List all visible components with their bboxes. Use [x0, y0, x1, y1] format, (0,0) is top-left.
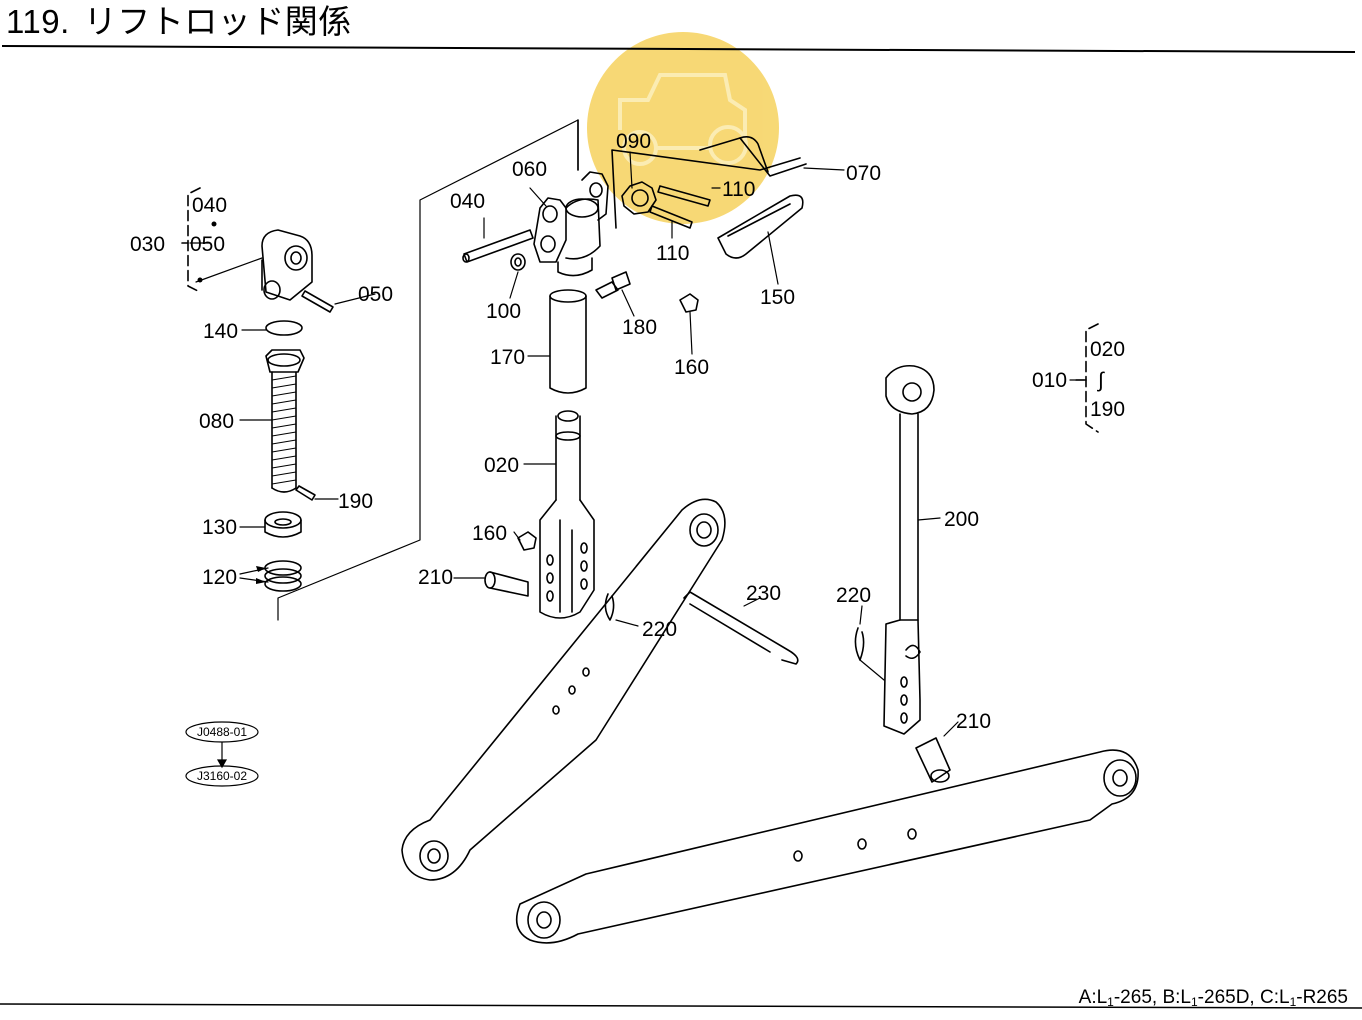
callout-210-right: 210	[956, 710, 991, 733]
callout-020: 020	[484, 454, 519, 477]
callout-130: 130	[202, 516, 237, 539]
callout-070: 070	[846, 162, 881, 185]
callout-190-bracket: 190	[1090, 398, 1125, 421]
callout-180: 180	[622, 316, 657, 339]
callout-190: 190	[338, 490, 373, 513]
reference-arrow	[216, 742, 228, 769]
callout-230: 230	[746, 582, 781, 605]
page-title: 119. リフトロッド関係	[6, 2, 352, 42]
callout-140: 140	[203, 320, 238, 343]
reference-link-to[interactable]: J3160-02	[185, 765, 259, 787]
callout-160-upper: 160	[674, 356, 709, 379]
model-b-name: -265D,	[1197, 987, 1255, 1008]
callout-150: 150	[760, 286, 795, 309]
reference-link-from[interactable]: J0488-01	[185, 721, 259, 743]
reference-from-label: J0488-01	[197, 725, 247, 739]
callout-range-tilde: ∫	[1097, 369, 1105, 392]
callout-170: 170	[490, 346, 525, 369]
model-c-prefix: C:L	[1259, 987, 1290, 1008]
callout-210-left: 210	[418, 566, 453, 589]
model-a-prefix: A:L	[1078, 987, 1108, 1008]
section-title: リフトロッド関係	[83, 3, 352, 40]
callout-220-left: 220	[642, 618, 677, 641]
model-c-name: -R265	[1296, 987, 1348, 1008]
callout-040-bracket: 040	[192, 194, 227, 217]
callout-100: 100	[486, 300, 521, 323]
reference-to-label: J3160-02	[197, 769, 247, 783]
model-b-prefix: B:L	[1162, 987, 1191, 1008]
callout-050-bracket: 050	[190, 233, 225, 256]
callout-040: 040	[450, 190, 485, 213]
callout-020-bracket: 020	[1090, 338, 1125, 361]
model-applicability-note: A:L1-265, B:L1-265D, C:L1-R265	[1079, 986, 1348, 1014]
section-number: 119.	[6, 3, 70, 40]
model-a-subscript: 1	[1107, 995, 1114, 1009]
callout-010: 010	[1032, 369, 1067, 392]
callout-120: 120	[202, 566, 237, 589]
callout-050: 050	[358, 283, 393, 306]
model-a-name: -265,	[1113, 987, 1158, 1008]
callout-030: 030	[130, 233, 165, 256]
model-b-subscript: 1	[1190, 995, 1198, 1009]
callout-220-right: 220	[836, 584, 871, 607]
callout-160-lower: 160	[472, 522, 507, 545]
callout-080: 080	[199, 410, 234, 433]
model-c-subscript: 1	[1289, 995, 1297, 1009]
callout-labels: 040 030 050 050 140 080 190 130 120 040 …	[130, 130, 1125, 733]
callout-110-lower: 110	[656, 242, 689, 265]
callout-110-upper: 110	[722, 178, 755, 201]
callout-090: 090	[616, 130, 651, 153]
callout-060: 060	[512, 158, 547, 181]
callout-200: 200	[944, 508, 979, 531]
watermark-logo	[587, 32, 779, 224]
